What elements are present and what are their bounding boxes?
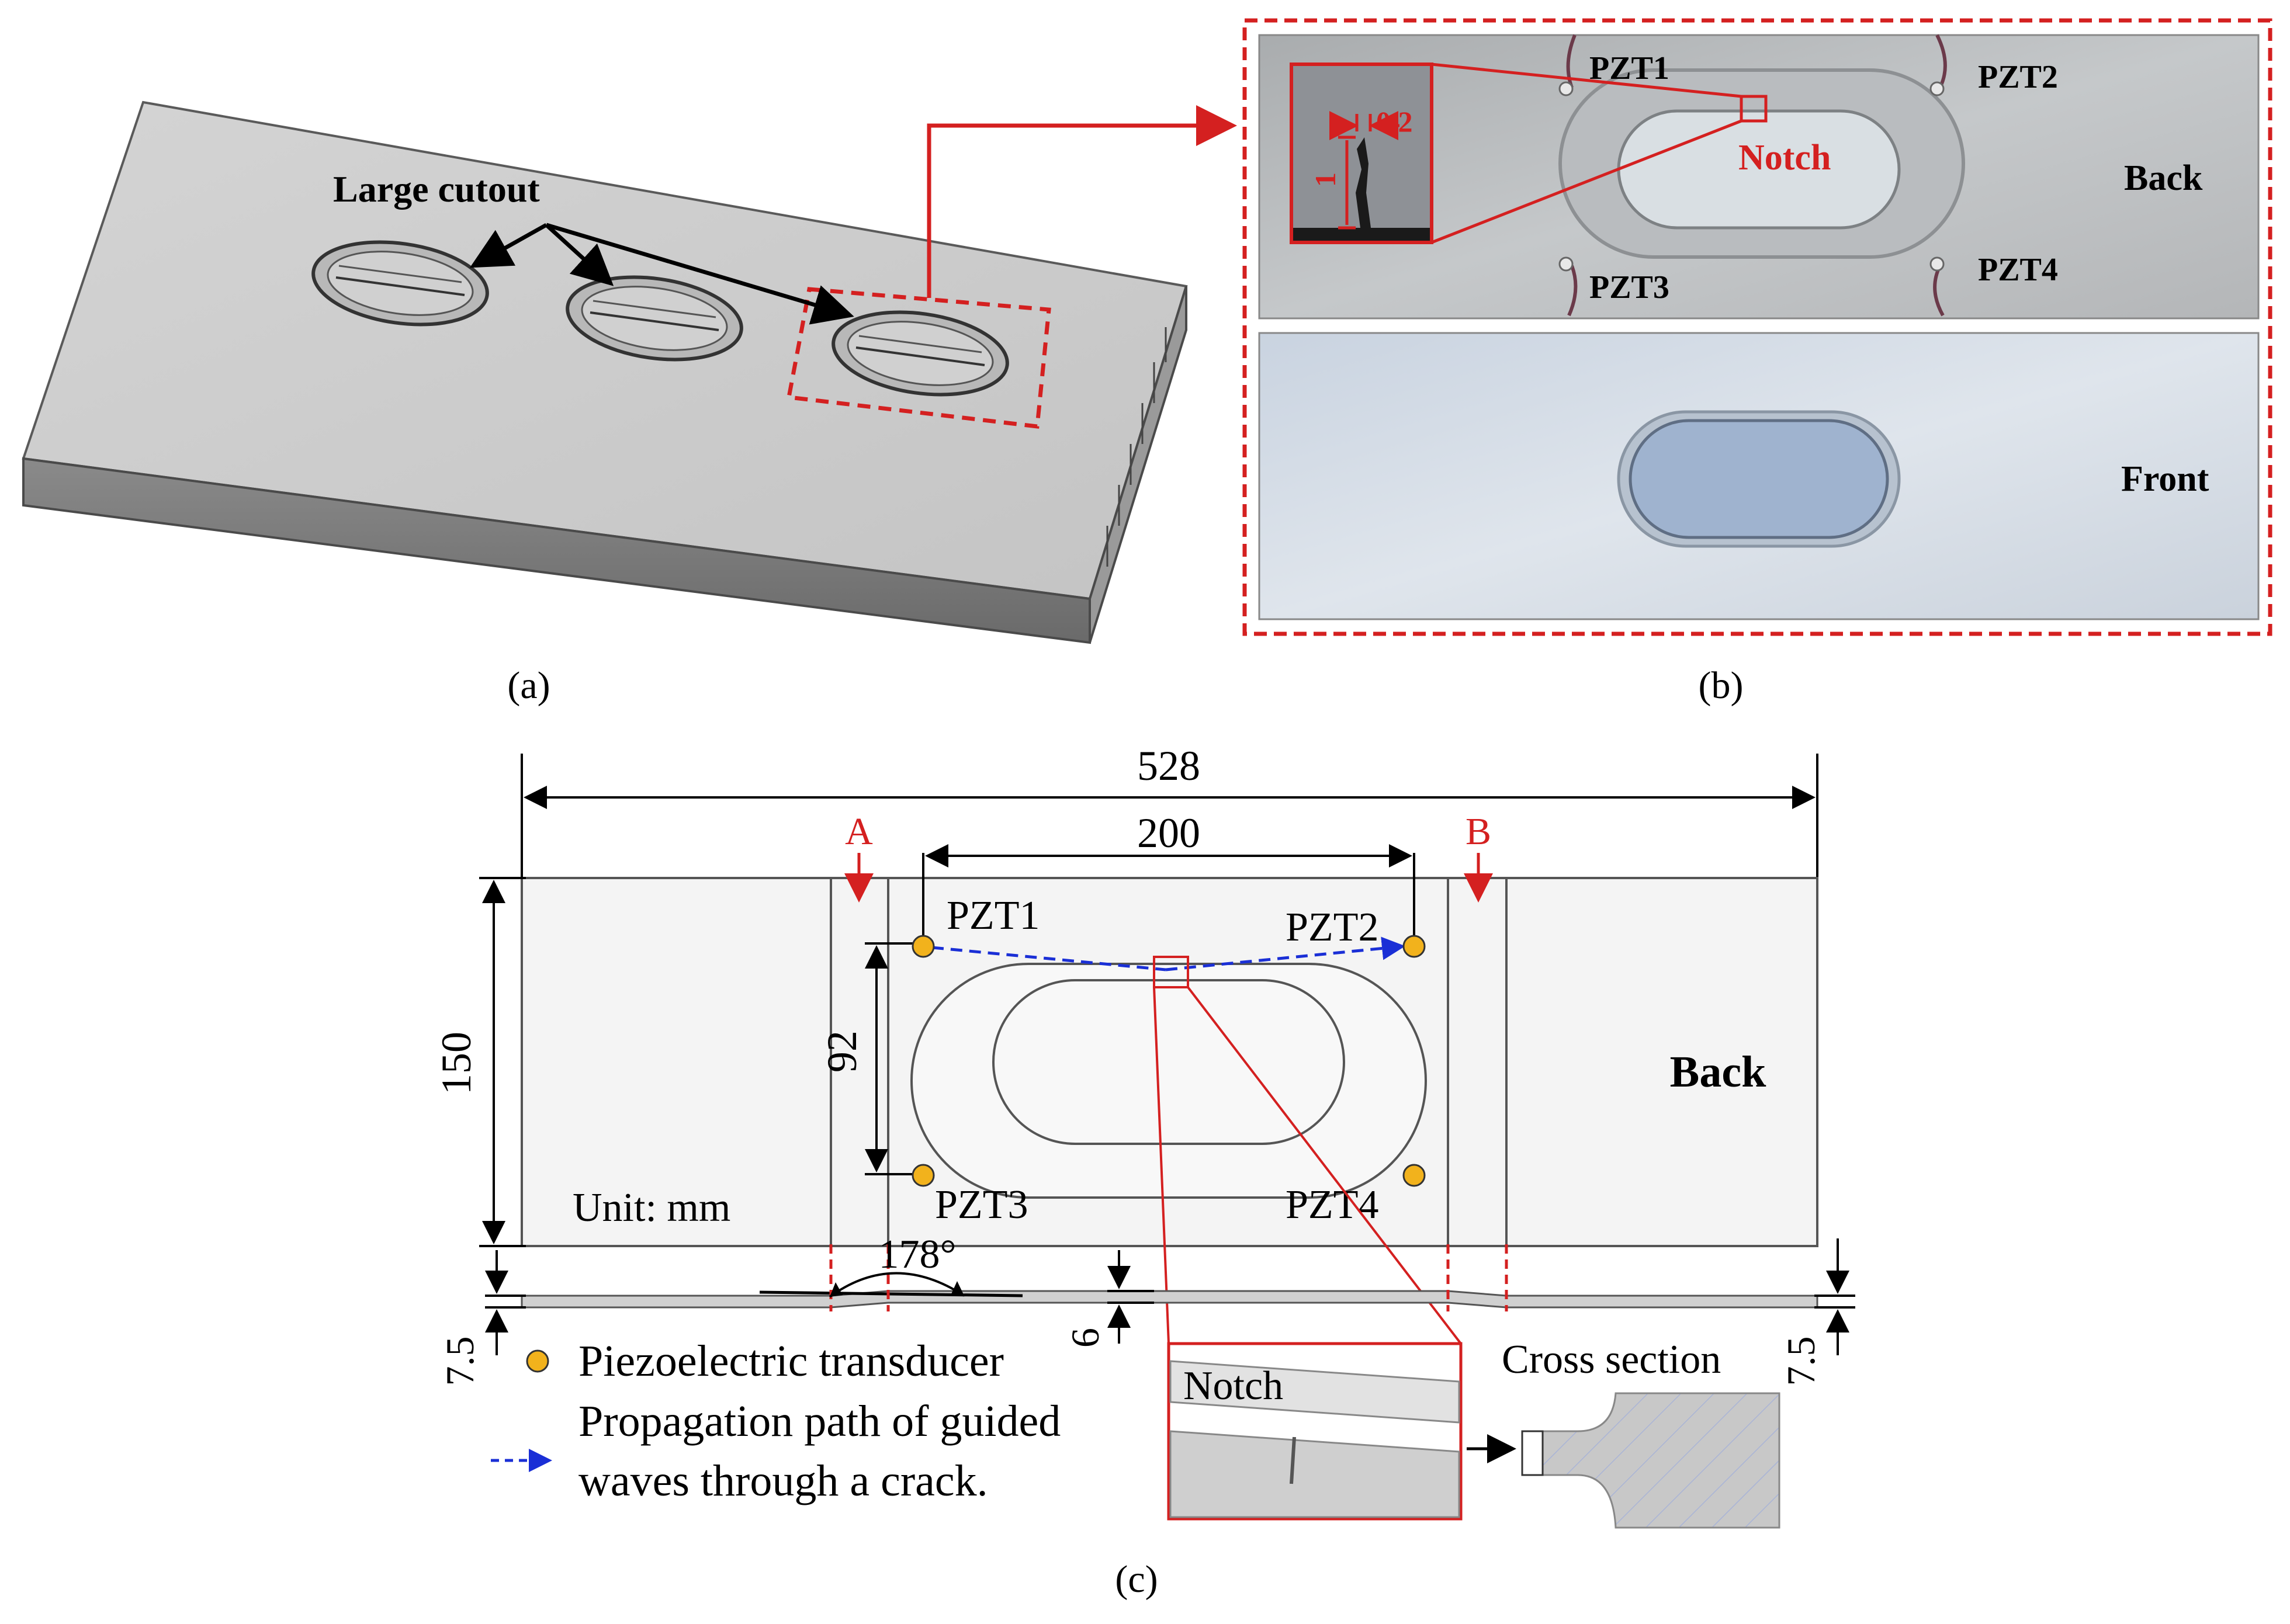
inset-dim-1: 1 [1309, 172, 1342, 187]
dim-92-label: 92 [819, 1030, 865, 1073]
photo-pzt3: PZT3 [1589, 269, 1669, 306]
panel-a: Large cutout [22, 100, 1237, 644]
notch-marker [1740, 95, 1768, 123]
notch-detail-upper [1169, 1360, 1460, 1424]
photo-front-label: Front [2121, 459, 2209, 499]
zoom-line-top [1431, 63, 1742, 98]
dim-200 [922, 844, 1415, 941]
wave-path-2 [1165, 936, 1405, 971]
notch-zoom-line-left [1153, 987, 1170, 1344]
dim-150-label: 150 [433, 1032, 480, 1095]
inset-dim-lines [1329, 111, 1399, 230]
front-hole [1629, 419, 1889, 539]
pzt1-label: PZT1 [947, 893, 1040, 938]
inset-crack [1356, 137, 1371, 228]
pzt3-dot [912, 1164, 935, 1187]
cross-section-flange [1521, 1430, 1544, 1476]
dim-92 [865, 942, 923, 1175]
dim-web-thickness [1107, 1250, 1154, 1344]
dim-200-label: 200 [1137, 810, 1200, 856]
drawing-back-label: Back [1670, 1047, 1766, 1096]
dim-528 [521, 754, 1818, 888]
cross-section-label: Cross section [1502, 1337, 1721, 1382]
cutout-3 [832, 310, 1009, 397]
unit-label: Unit: mm [573, 1185, 730, 1230]
selection-box [786, 287, 1051, 429]
large-cutout-label: Large cutout [333, 168, 540, 210]
notch-zoom-line-right [1187, 986, 1462, 1345]
dim-left-thickness-label: 7.5 [438, 1337, 482, 1386]
panel-c: 528 A B 200 150 [433, 742, 1855, 1529]
caption-b: (b) [1699, 664, 1744, 707]
zoom-line-bottom [1431, 119, 1742, 244]
photo-pzt2: PZT2 [1978, 59, 2058, 95]
angle-label: 178° [879, 1232, 957, 1277]
panel-b-frame [1242, 18, 2272, 636]
inset-bottom-dark [1293, 228, 1430, 241]
section-b-label: B [1466, 810, 1491, 853]
pzt-dots-photo [1558, 81, 1945, 272]
section-a-label: A [845, 810, 873, 853]
dim-right-thickness-label: 7.5 [1779, 1337, 1823, 1386]
inset-dim-02: 0.2 [1376, 105, 1413, 138]
pzt2-dot [1402, 935, 1426, 958]
connector-line [927, 105, 1237, 298]
caption-a: (a) [507, 664, 550, 707]
panel-b: PZT1 PZT2 PZT3 PZT4 Back Notch 0.2 1 Fro… [1242, 18, 2272, 636]
legend-path-label-2: waves through a crack. [578, 1456, 988, 1505]
pzt4-dot [1402, 1164, 1426, 1187]
dim-right-thickness [1814, 1238, 1855, 1355]
dim-150 [479, 877, 526, 1247]
dim-left-thickness [485, 1250, 526, 1355]
legend-transducer-label: Piezoelectric transducer [578, 1337, 1004, 1386]
side-view [521, 1290, 1818, 1309]
notch-detail-lower [1169, 1430, 1460, 1518]
cross-section-shape [1521, 1392, 1780, 1529]
pzt2-label: PZT2 [1286, 905, 1378, 950]
angle-arc [829, 1272, 965, 1298]
section-dash-lines [829, 1244, 1508, 1311]
dim-web-thickness-label: 6 [1063, 1328, 1107, 1348]
dim-528-label: 528 [1137, 742, 1200, 789]
cutout-2 [566, 275, 743, 362]
wave-path-1 [931, 946, 1166, 971]
photo-pzt4: PZT4 [1978, 252, 2058, 288]
notch-detail-label: Notch [1183, 1363, 1283, 1408]
pzt4-label: PZT4 [1286, 1182, 1378, 1227]
pzt1-dot [912, 935, 935, 958]
notch-zoom-marker [1153, 956, 1189, 988]
cutout-1 [311, 240, 489, 327]
stiffener-lines [1106, 327, 1167, 567]
photo-pzt1: PZT1 [1589, 50, 1669, 86]
legend-pzt-dot [526, 1349, 549, 1373]
callout-arrows [469, 223, 854, 325]
caption-c: (c) [1115, 1558, 1158, 1601]
photo-back-label: Back [2124, 158, 2203, 198]
legend-path-label-1: Propagation path of guided [578, 1397, 1061, 1446]
hole-outline [992, 979, 1345, 1145]
notch-label-photo: Notch [1738, 138, 1831, 178]
notch-detail-crack [1290, 1436, 1296, 1484]
pzt3-label: PZT3 [935, 1182, 1028, 1227]
angle-arrow-left [830, 1282, 843, 1297]
angle-arrow-right [951, 1281, 964, 1296]
